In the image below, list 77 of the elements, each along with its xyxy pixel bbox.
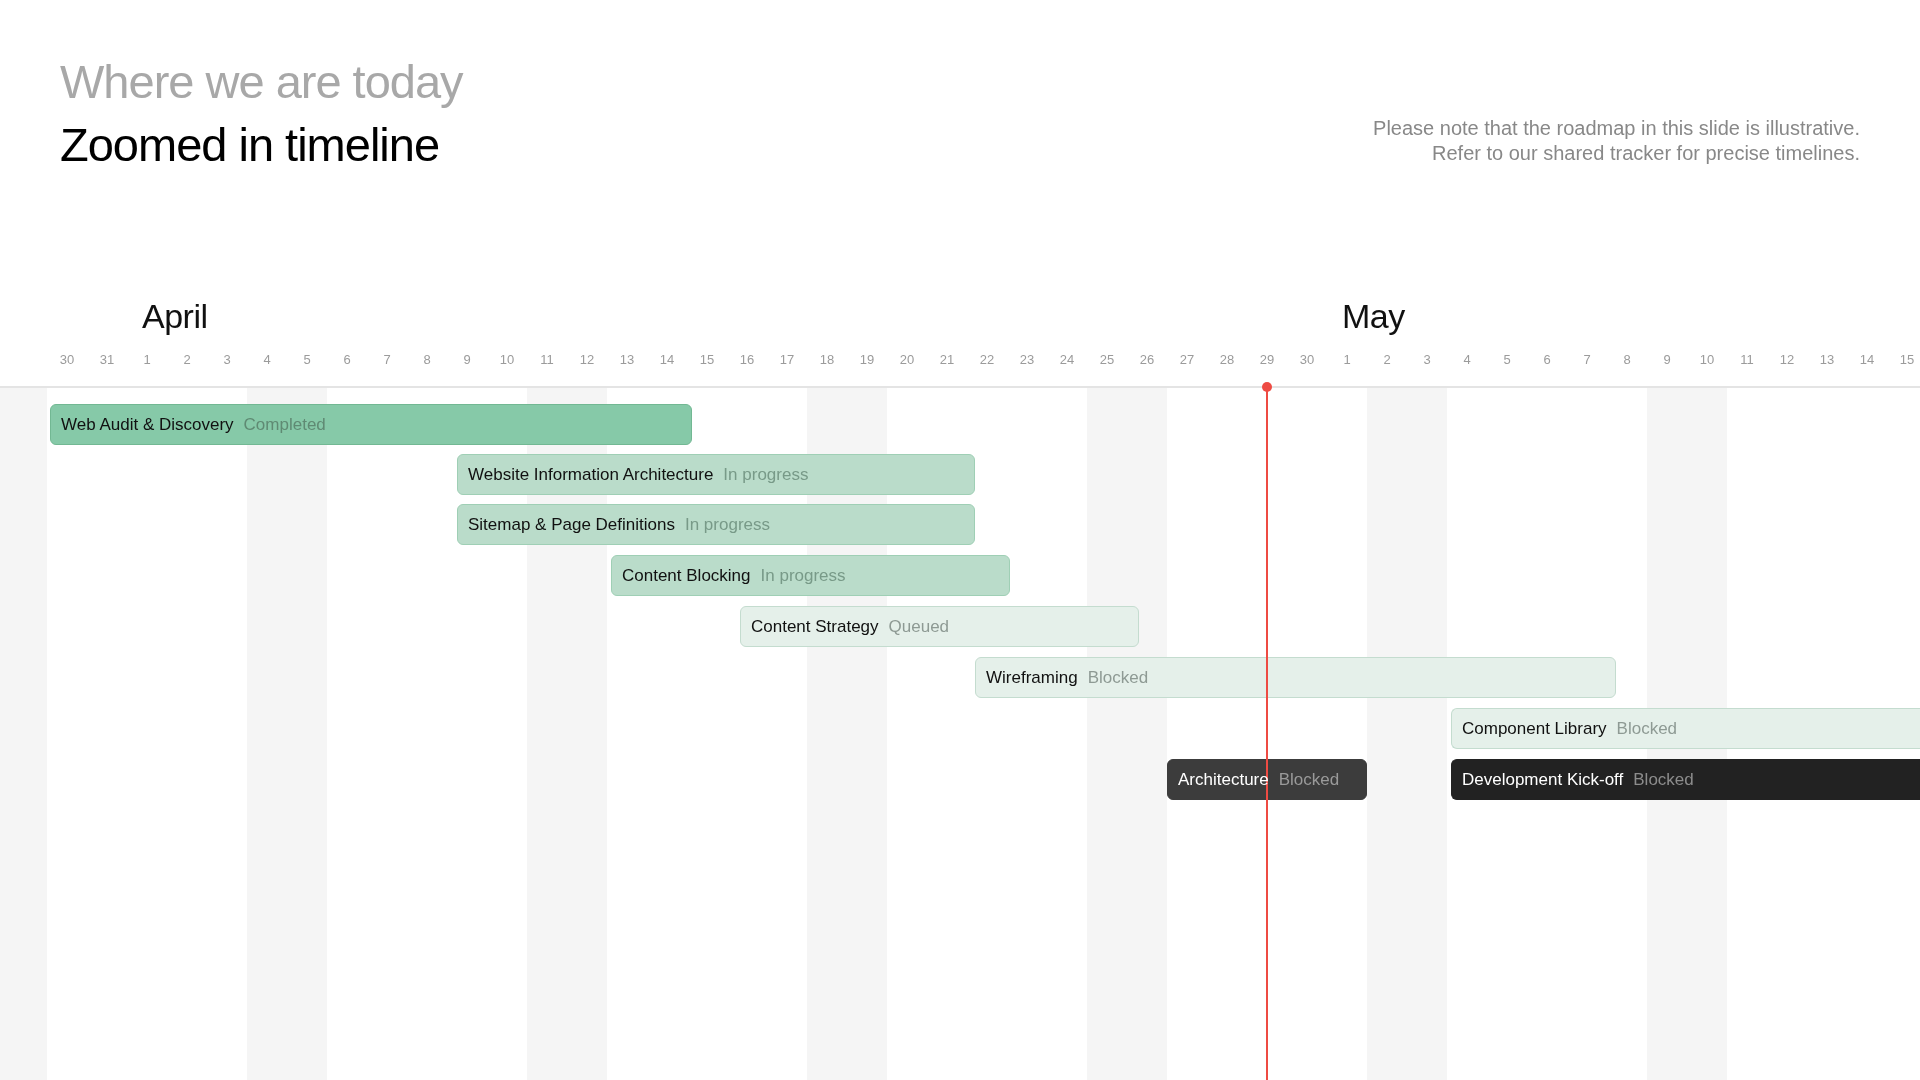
date-label: 13 xyxy=(618,352,636,368)
date-label: 20 xyxy=(898,352,916,368)
date-label: 27 xyxy=(1178,352,1196,368)
date-label: 29 xyxy=(1258,352,1276,368)
date-label: 2 xyxy=(182,352,192,368)
date-label: 17 xyxy=(778,352,796,368)
task-bar xyxy=(1451,708,1920,749)
task-name: Web Audit & Discovery xyxy=(61,414,234,435)
month-label: May xyxy=(1342,296,1405,336)
task-bar xyxy=(457,454,975,495)
date-label: 14 xyxy=(658,352,676,368)
date-label: 24 xyxy=(1058,352,1076,368)
task-status: Blocked xyxy=(1278,769,1340,790)
task-bar xyxy=(50,404,692,445)
date-label: 9 xyxy=(462,352,472,368)
date-label: 6 xyxy=(1542,352,1552,368)
task-status: Blocked xyxy=(1087,667,1149,688)
date-label: 12 xyxy=(1778,352,1796,368)
month-label: April xyxy=(142,296,208,336)
task-status: In progress xyxy=(723,464,809,485)
task-status: Queued xyxy=(888,616,950,637)
date-label: 1 xyxy=(142,352,152,368)
date-label: 4 xyxy=(262,352,272,368)
task-name: Wireframing xyxy=(986,667,1078,688)
date-label: 19 xyxy=(858,352,876,368)
date-label: 18 xyxy=(818,352,836,368)
date-label: 30 xyxy=(1298,352,1316,368)
date-label: 13 xyxy=(1818,352,1836,368)
task-bar xyxy=(1451,759,1920,800)
date-label: 25 xyxy=(1098,352,1116,368)
date-label: 3 xyxy=(222,352,232,368)
note-text: Please note that the roadmap in this slide is illustrative. Refer to our shared tracker for precise timelines. xyxy=(1372,116,1860,166)
date-label: 15 xyxy=(698,352,716,368)
date-label: 10 xyxy=(498,352,516,368)
task-name: Website Information Architecture xyxy=(468,464,714,485)
task-bar xyxy=(457,504,975,545)
date-label: 21 xyxy=(938,352,956,368)
date-label: 28 xyxy=(1218,352,1236,368)
date-label: 10 xyxy=(1698,352,1716,368)
date-label: 5 xyxy=(1502,352,1512,368)
task-status: In progress xyxy=(760,565,846,586)
date-label: 26 xyxy=(1138,352,1156,368)
date-label: 6 xyxy=(342,352,352,368)
date-label: 16 xyxy=(738,352,756,368)
task-bar xyxy=(611,555,1010,596)
task-name: Component Library xyxy=(1462,718,1607,739)
task-bar xyxy=(740,606,1139,647)
date-label: 22 xyxy=(978,352,996,368)
date-label: 31 xyxy=(98,352,116,368)
date-label: 8 xyxy=(1622,352,1632,368)
date-label: 30 xyxy=(58,352,76,368)
date-label: 11 xyxy=(539,352,555,368)
date-label: 8 xyxy=(422,352,432,368)
date-label: 7 xyxy=(1582,352,1592,368)
date-label: 9 xyxy=(1662,352,1672,368)
date-label: 23 xyxy=(1018,352,1036,368)
task-status: In progress xyxy=(684,514,770,535)
task-bar xyxy=(975,657,1616,698)
task-status: Blocked xyxy=(1616,718,1678,739)
date-label: 2 xyxy=(1382,352,1392,368)
date-label: 5 xyxy=(302,352,312,368)
date-label: 1 xyxy=(1342,352,1352,368)
task-name: Content Strategy xyxy=(751,616,879,637)
task-name: Development Kick-off xyxy=(1462,769,1624,790)
date-label: 4 xyxy=(1462,352,1472,368)
date-label: 14 xyxy=(1858,352,1876,368)
date-label: 11 xyxy=(1739,352,1755,368)
subtitle: Where we are today xyxy=(60,54,463,110)
task-name: Content Blocking xyxy=(622,565,751,586)
date-label: 12 xyxy=(578,352,596,368)
task-status: Completed xyxy=(243,414,326,435)
title: Zoomed in timeline xyxy=(60,117,440,173)
task-name: Sitemap & Page Definitions xyxy=(468,514,675,535)
date-label: 7 xyxy=(382,352,392,368)
task-status: Blocked xyxy=(1633,769,1694,790)
date-label: 3 xyxy=(1422,352,1432,368)
date-label: 15 xyxy=(1898,352,1916,368)
